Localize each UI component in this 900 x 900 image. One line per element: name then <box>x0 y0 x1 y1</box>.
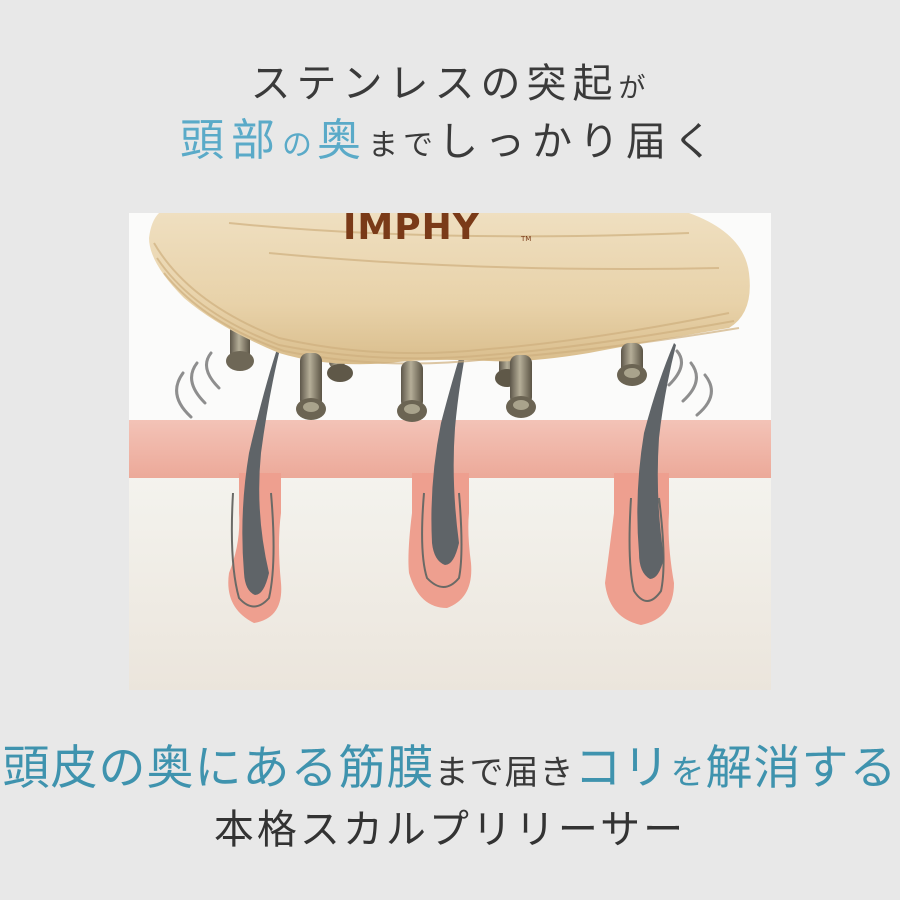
caption-particle-wo: を <box>670 753 706 793</box>
follicle-sheaths <box>230 492 665 608</box>
stainless-pins-front <box>296 343 647 422</box>
headline-line-2: 頭部の奥までしっかり届く <box>0 112 900 175</box>
caption-made-todoki: まで届き <box>434 753 575 793</box>
hair-strands <box>242 333 676 595</box>
brand-logo: IMPHY <box>343 213 480 248</box>
vibration-lines-icon <box>175 349 713 419</box>
headline-line-1: ステンレスの突起が <box>0 58 900 115</box>
headline-made: まで <box>368 128 438 163</box>
caption-relieve: 解消する <box>705 741 898 796</box>
caption-line-2-product-type: 本格スカルプリリーサー <box>213 807 687 853</box>
caption-line-1: 頭皮の奥にある筋膜まで届きコリを解消する <box>0 738 900 804</box>
trademark-mark: TM <box>520 235 531 243</box>
headline-reaches-firmly: しっかり届く <box>438 119 720 165</box>
headline-deep-word: 奥 <box>317 115 368 166</box>
product-illustration: IMPHY TM <box>129 213 771 690</box>
headline-head-word: 頭部 <box>180 115 282 166</box>
caption-reaches-fascia: 頭皮の奥にある筋膜 <box>2 741 435 796</box>
headline-particle-ga: が <box>618 73 650 104</box>
caption-stiffness: コリ <box>574 741 671 796</box>
headline-particle-no: の <box>282 128 317 163</box>
headline-stainless-protrusions: ステンレスの突起 <box>250 61 619 107</box>
wooden-massager-body: IMPHY TM <box>149 213 750 365</box>
